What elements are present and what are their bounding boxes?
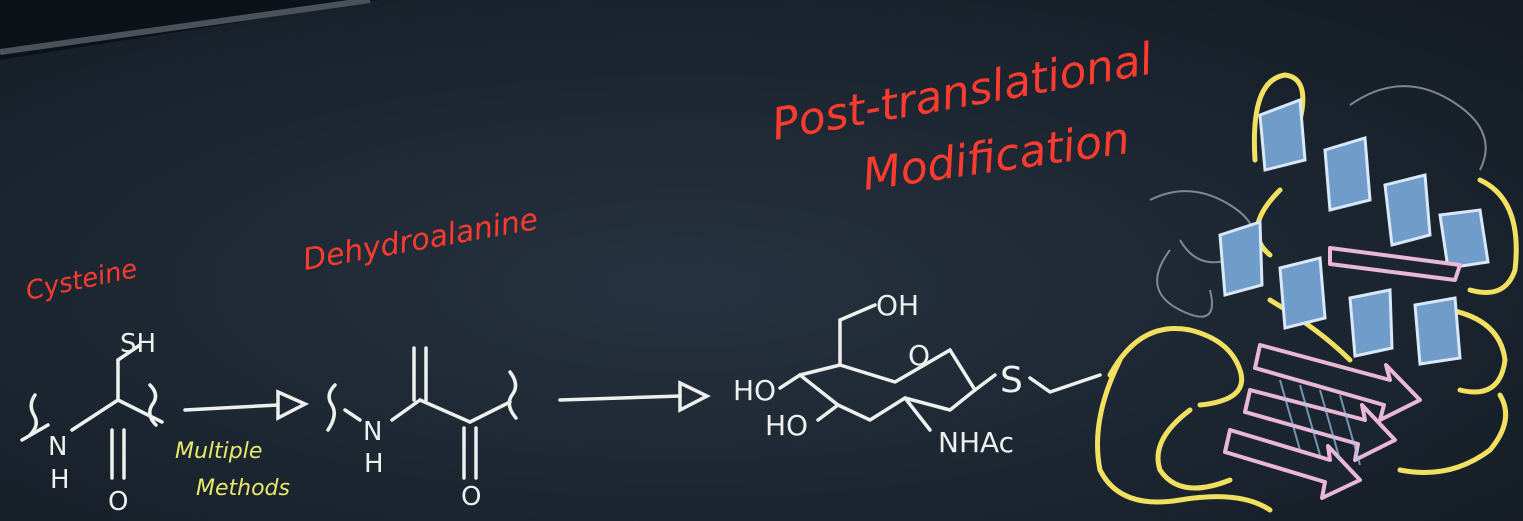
dehydroalanine-bonds [326,346,518,480]
cysteine-o: O [108,487,128,517]
sugar-ho-2: HO [765,409,808,442]
sugar-ring-o: O [908,339,930,372]
dehydroalanine-n: N [363,417,382,447]
helix-segment [1323,136,1372,212]
sugar-ring [778,303,1102,432]
beta-strand-arrow [1253,343,1422,422]
dehydroalanine-label: Dehydroalanine [300,202,540,278]
sugar-oh-top: OH [876,289,919,322]
helix-segment [1348,288,1394,358]
reaction-arrow-1: Multiple Methods [175,389,310,501]
beta-strand-arrow [1243,388,1397,462]
title: Post-translational Modification [768,34,1157,201]
helix-segment [1413,296,1462,366]
dehydroalanine-o: O [461,482,481,512]
cysteine-sh: SH [120,329,156,359]
protein-strand-shading [1279,379,1361,466]
helix-segment [1278,256,1327,330]
cysteine-bonds [20,343,164,480]
helix-segment [1258,97,1307,172]
board-frame-corner [0,0,380,60]
cysteine-label: Cysteine [23,254,140,307]
cysteine-molecule: Cysteine SH N H O [20,254,164,517]
cysteine-h: H [50,465,70,495]
sugar-ho-1: HO [733,374,776,407]
protein-helices [1218,97,1490,366]
dehydroalanine-h: H [364,449,384,479]
arrow-label-line-2: Methods [196,476,290,501]
protein-yellow-loops [1095,72,1519,513]
sugar-s: S [1000,360,1023,401]
reaction-arrow-2 [558,380,711,413]
sugar-nhac: NHAc [938,426,1014,459]
helix-segment [1438,208,1490,270]
protein-beta-strands [1223,246,1462,500]
beta-strand [1328,246,1462,282]
protein-structure [1095,72,1519,513]
helix-segment [1383,173,1432,247]
helix-segment [1218,219,1264,297]
beta-strand-arrow [1223,428,1362,500]
glcnac-sugar: OH O HO HO NHAc S [733,289,1102,459]
arrow-label-line-1: Multiple [175,439,262,464]
dehydroalanine-molecule: Dehydroalanine N H O [300,202,540,512]
cysteine-n: N [48,432,67,462]
board-frame-edge [0,0,371,55]
